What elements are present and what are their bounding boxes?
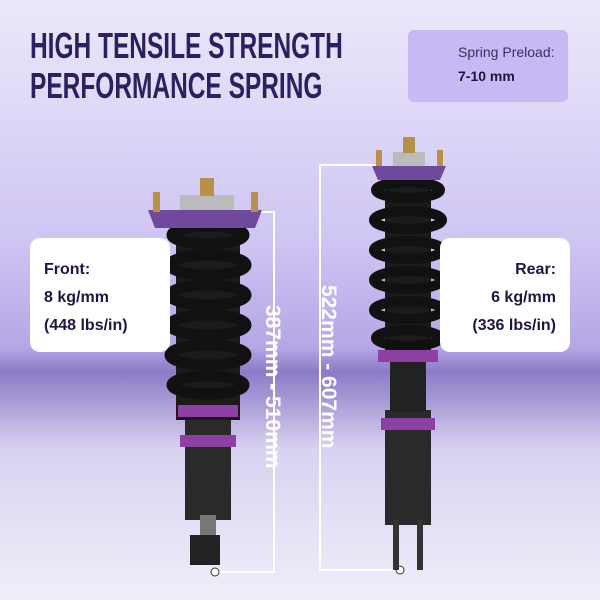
headline-line-2: PERFORMANCE SPRING [30, 65, 323, 106]
rear-label: Rear: [515, 261, 556, 278]
front-label: Front: [44, 261, 91, 278]
rear-length-label: 522mm - 607mm [317, 285, 340, 449]
rear-rate: 6 kg/mm [491, 289, 556, 306]
preload-label: Spring Preload: [458, 44, 555, 60]
headline-line-1: HIGH TENSILE STRENGTH [30, 25, 343, 66]
front-dimension-endpoint [210, 567, 220, 577]
rear-rate-imperial: (336 lbs/in) [472, 317, 556, 334]
front-rate-imperial: (448 lbs/in) [44, 317, 128, 334]
front-coilover [148, 178, 262, 565]
rear-dimension-line [319, 164, 400, 571]
rear-coilover [369, 137, 447, 570]
front-length-label: 387mm - 510mm [261, 305, 284, 469]
front-spec-card: Front: 8 kg/mm (448 lbs/in) [30, 238, 170, 352]
preload-value: 7-10 mm [458, 68, 515, 84]
spring-preload-badge: Spring Preload: 7-10 mm [408, 30, 568, 102]
front-rate: 8 kg/mm [44, 289, 109, 306]
rear-spec-card: Rear: 6 kg/mm (336 lbs/in) [440, 238, 570, 352]
